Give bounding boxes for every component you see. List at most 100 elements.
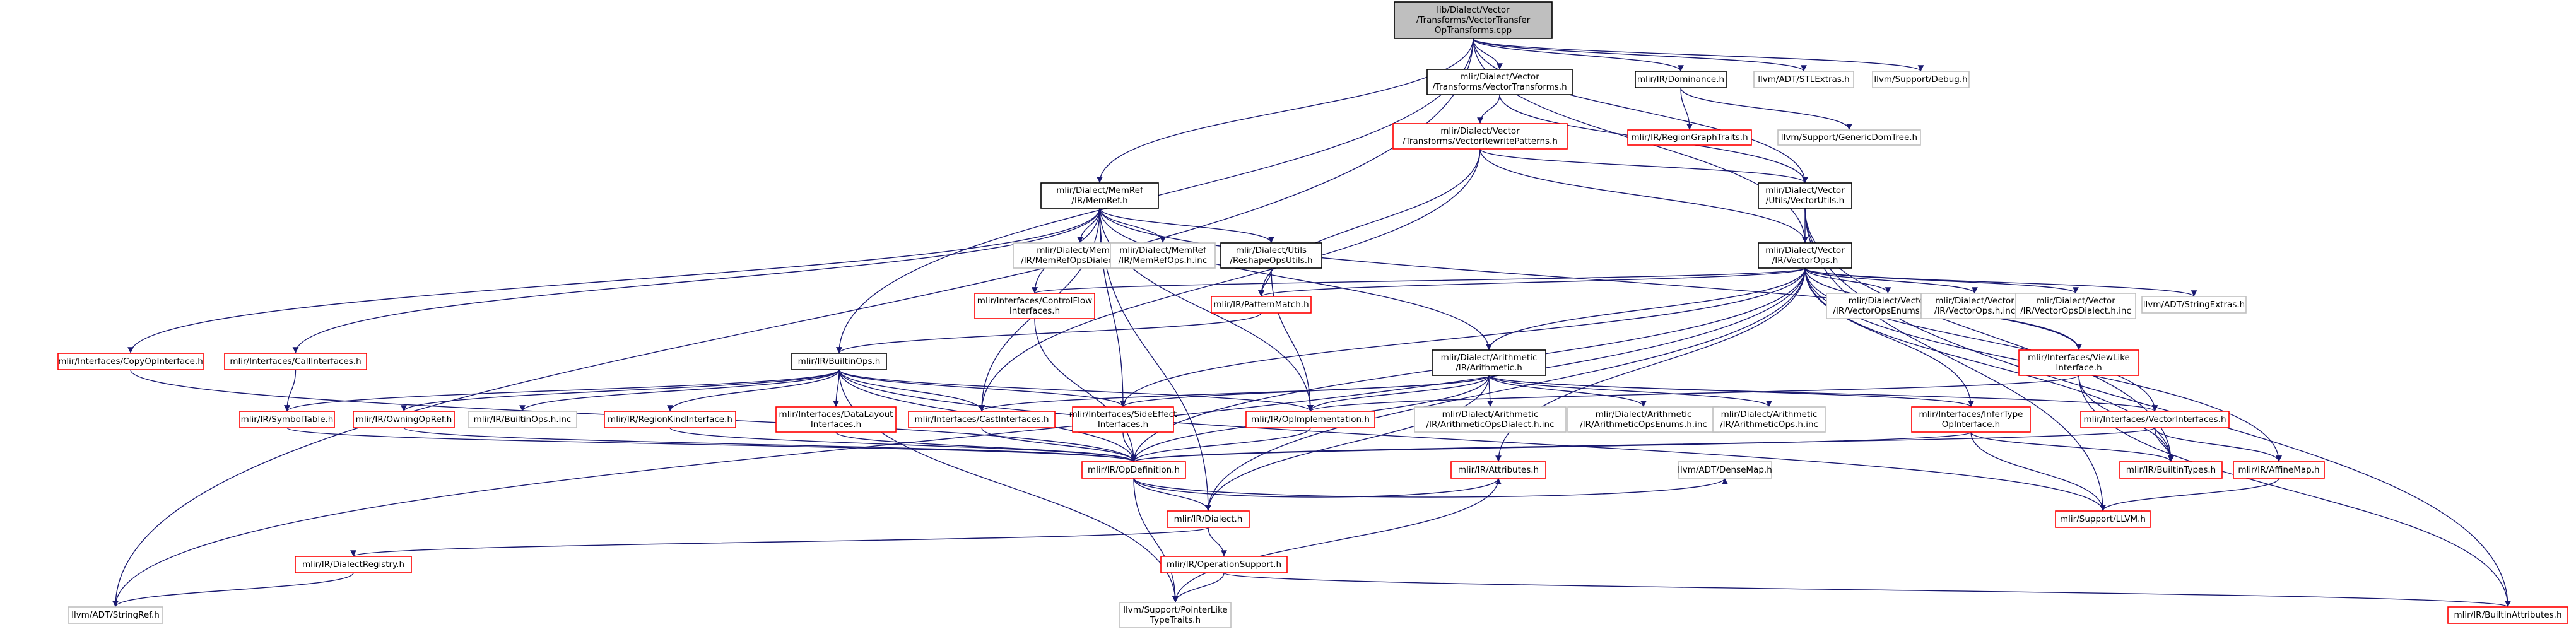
node-vutils[interactable]: mlir/Dialect/Vector/Utils/VectorUtils.h (1758, 182, 1852, 209)
edge-arith-to-vif (1488, 375, 2158, 412)
node-dialect[interactable]: mlir/IR/Dialect.h (1167, 510, 1250, 528)
node-vt-label-line: /Transforms/VectorTransforms.h (1432, 82, 1567, 92)
node-arenuminc-label-line: mlir/Dialect/Arithmetic (1596, 409, 1692, 420)
node-ptrlike-box (1119, 602, 1232, 628)
node-vif[interactable]: mlir/Interfaces/VectorInterfaces.h (2080, 411, 2230, 428)
node-llvmh-box (2055, 510, 2151, 528)
node-affine-box (2233, 461, 2325, 479)
node-call[interactable]: mlir/Interfaces/CallInterfaces.h (224, 353, 367, 370)
node-vops[interactable]: mlir/Dialect/Vector/IR/VectorOps.h (1758, 242, 1852, 269)
node-copy[interactable]: mlir/Interfaces/CopyOpInterface.h (57, 353, 204, 370)
node-opsup[interactable]: mlir/IR/OperationSupport.h (1160, 556, 1288, 573)
node-vutils-label-line: mlir/Dialect/Vector (1765, 185, 1845, 196)
node-debug[interactable]: llvm/Support/Debug.h (1872, 71, 1970, 88)
node-llvmh[interactable]: mlir/Support/LLVM.h (2055, 510, 2151, 528)
node-gdt[interactable]: llvm/Support/GenericDomTree.h (1777, 129, 1921, 146)
node-mropsinc-label-line: /IR/MemRefOps.h.inc (1119, 255, 1208, 266)
node-casti-label-line: mlir/Interfaces/CastInterfaces.h (914, 414, 1049, 425)
edge-vops-to-strref (112, 267, 1806, 608)
node-attrs[interactable]: mlir/IR/Attributes.h (1450, 461, 1546, 479)
node-root[interactable]: lib/Dialect/Vector/Transforms/VectorTran… (1394, 1, 1553, 39)
node-strext-box (2141, 296, 2247, 314)
node-strref[interactable]: llvm/ADT/StringRef.h (68, 606, 163, 624)
node-affine[interactable]: mlir/IR/AffineMap.h (2233, 461, 2325, 479)
edge-vops-to-cfi (1032, 267, 1806, 294)
edge-arith-to-sei (1120, 375, 1490, 408)
node-casti-box (908, 411, 1056, 428)
node-arenuminc[interactable]: mlir/Dialect/Arithmetic/IR/ArithmeticOps… (1567, 406, 1720, 433)
node-dialect-label-line: mlir/IR/Dialect.h (1174, 514, 1243, 524)
edge-memref-to-viewlike (1099, 208, 2082, 351)
node-btypes[interactable]: mlir/IR/BuiltinTypes.h (2119, 461, 2223, 479)
node-root-label-line: /Transforms/VectorTransfer (1416, 15, 1531, 25)
node-bopsinc[interactable]: mlir/IR/BuiltinOps.h.inc (468, 411, 577, 428)
edge-builtinops-to-owning (401, 369, 840, 412)
node-mropsinc[interactable]: mlir/Dialect/MemRef/IR/MemRefOps.h.inc (1110, 242, 1216, 269)
node-owning[interactable]: mlir/IR/OwningOpRef.h (353, 411, 455, 428)
edge-viewlike-to-battrs (2078, 375, 2511, 608)
edge-casti-to-opdef (981, 427, 1137, 462)
edge-vops-to-strext (1804, 267, 2197, 297)
node-stlext-box (1753, 71, 1854, 88)
edge-root-to-strref (112, 38, 1474, 608)
node-dreg[interactable]: mlir/IR/DialectRegistry.h (295, 556, 412, 573)
node-densemap[interactable]: llvm/ADT/DenseMap.h (1678, 461, 1772, 479)
node-reshape[interactable]: mlir/Dialect/Utils/ReshapeOpsUtils.h (1220, 242, 1322, 269)
edge-call-to-symtab (284, 369, 297, 412)
node-sei-label-line: Interfaces.h (1098, 420, 1148, 430)
edge-vif-to-btypes (2154, 427, 2174, 462)
node-memref[interactable]: mlir/Dialect/MemRef/IR/MemRef.h (1040, 182, 1159, 209)
node-strext[interactable]: llvm/ADT/StringExtras.h (2141, 296, 2247, 314)
edge-dialect-to-dreg (350, 527, 1209, 557)
node-dli-label-line: mlir/Interfaces/DataLayout (779, 409, 893, 420)
node-densemap-box (1678, 461, 1772, 479)
node-gdt-box (1777, 129, 1921, 146)
edge-vops-to-pm (1258, 267, 1806, 297)
edge-infer-to-opdef (1131, 431, 1972, 462)
node-ardialinc-label-line: mlir/Dialect/Arithmetic (1442, 409, 1539, 420)
node-opimpl[interactable]: mlir/IR/OpImplementation.h (1245, 411, 1375, 428)
node-venuminc-label-line: /IR/VectorOpsEnums.h.inc (1833, 306, 1943, 316)
node-mropsinc-label-line: mlir/Dialect/MemRef (1119, 245, 1207, 255)
node-vopsinc[interactable]: mlir/Dialect/Vector/IR/VectorOps.h.inc (1920, 293, 2029, 319)
edge-rki-to-opdef (669, 427, 1137, 462)
node-ardialinc[interactable]: mlir/Dialect/Arithmetic/IR/ArithmeticOps… (1414, 406, 1567, 433)
edge-opdef-to-dialect (1133, 478, 1211, 512)
node-reshape-label-line: mlir/Dialect/Utils (1236, 245, 1307, 255)
node-vutils-label-line: /Utils/VectorUtils.h (1766, 196, 1844, 206)
node-attrs-box (1450, 461, 1546, 479)
node-vt[interactable]: mlir/Dialect/Vector/Transforms/VectorTra… (1426, 69, 1573, 95)
node-dli-label-line: Interfaces.h (811, 420, 861, 430)
node-dom-label-line: mlir/IR/Dominance.h (1637, 74, 1724, 85)
edge-vops-to-vopsinc (1804, 267, 1978, 294)
node-rgt-label-line: mlir/IR/RegionGraphTraits.h (1631, 132, 1748, 143)
node-vrp[interactable]: mlir/Dialect/Vector/Transforms/VectorRew… (1392, 123, 1568, 150)
node-dom[interactable]: mlir/IR/Dominance.h (1635, 71, 1727, 88)
node-battrs[interactable]: mlir/IR/BuiltinAttributes.h (2447, 606, 2568, 624)
edge-arith-to-aropsinc (1488, 375, 1772, 408)
node-stlext[interactable]: llvm/ADT/STLExtras.h (1753, 71, 1854, 88)
node-viewlike-label-line: Interface.h (2056, 363, 2102, 373)
edge-vops-to-arith (1486, 267, 1806, 351)
node-rgt[interactable]: mlir/IR/RegionGraphTraits.h (1627, 129, 1752, 146)
node-symtab[interactable]: mlir/IR/SymbolTable.h (239, 411, 335, 428)
node-bopsinc-box (468, 411, 577, 428)
node-pm[interactable]: mlir/IR/PatternMatch.h (1211, 296, 1312, 314)
node-aropsinc[interactable]: mlir/Dialect/Arithmetic/IR/ArithmeticOps… (1712, 406, 1826, 433)
node-pm-box (1211, 296, 1312, 314)
node-rki[interactable]: mlir/IR/RegionKindInterface.h (604, 411, 736, 428)
node-vdialinc[interactable]: mlir/Dialect/Vector/IR/VectorOpsDialect.… (2015, 293, 2136, 319)
node-stlext-label-line: llvm/ADT/STLExtras.h (1758, 74, 1849, 85)
node-builtinops[interactable]: mlir/IR/BuiltinOps.h (791, 353, 887, 370)
node-casti[interactable]: mlir/Interfaces/CastInterfaces.h (908, 411, 1056, 428)
node-arith[interactable]: mlir/Dialect/Arithmetic/IR/Arithmetic.h (1432, 349, 1546, 376)
node-opdef-box (1081, 461, 1186, 479)
node-opdef[interactable]: mlir/IR/OpDefinition.h (1081, 461, 1186, 479)
